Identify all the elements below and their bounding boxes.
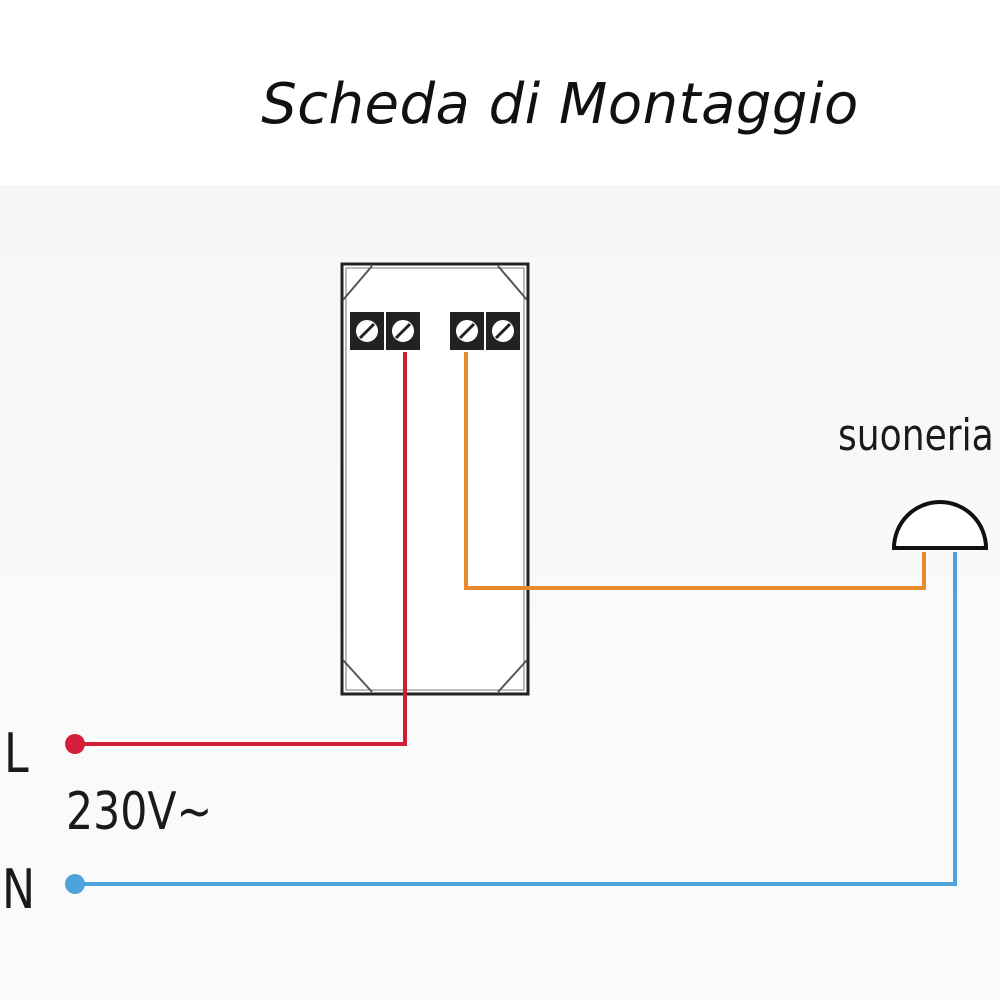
corner-mark-bottom-right <box>497 659 528 693</box>
line-terminal-dot <box>65 734 85 754</box>
bell-label: suoneria <box>838 410 994 461</box>
bell-wire <box>464 352 926 590</box>
title-area <box>0 0 1000 200</box>
terminal-1 <box>350 312 384 350</box>
corner-mark-top-left <box>342 265 373 301</box>
terminal-block <box>350 312 520 350</box>
voltage-label: 230V~ <box>66 782 213 842</box>
bell-dome-icon <box>891 500 989 550</box>
line-label: L <box>4 722 29 785</box>
neutral-terminal-dot <box>65 874 85 894</box>
terminal-3 <box>450 312 484 350</box>
line-wire <box>75 352 407 746</box>
neutral-wire <box>75 552 957 886</box>
terminal-2 <box>386 312 420 350</box>
corner-mark-bottom-left <box>342 659 373 693</box>
corner-mark-top-right <box>497 265 528 301</box>
page-title: Scheda di Montaggio <box>261 72 859 137</box>
switch-module-inner-frame <box>345 267 525 691</box>
neutral-label: N <box>2 858 36 921</box>
terminal-4 <box>486 312 520 350</box>
